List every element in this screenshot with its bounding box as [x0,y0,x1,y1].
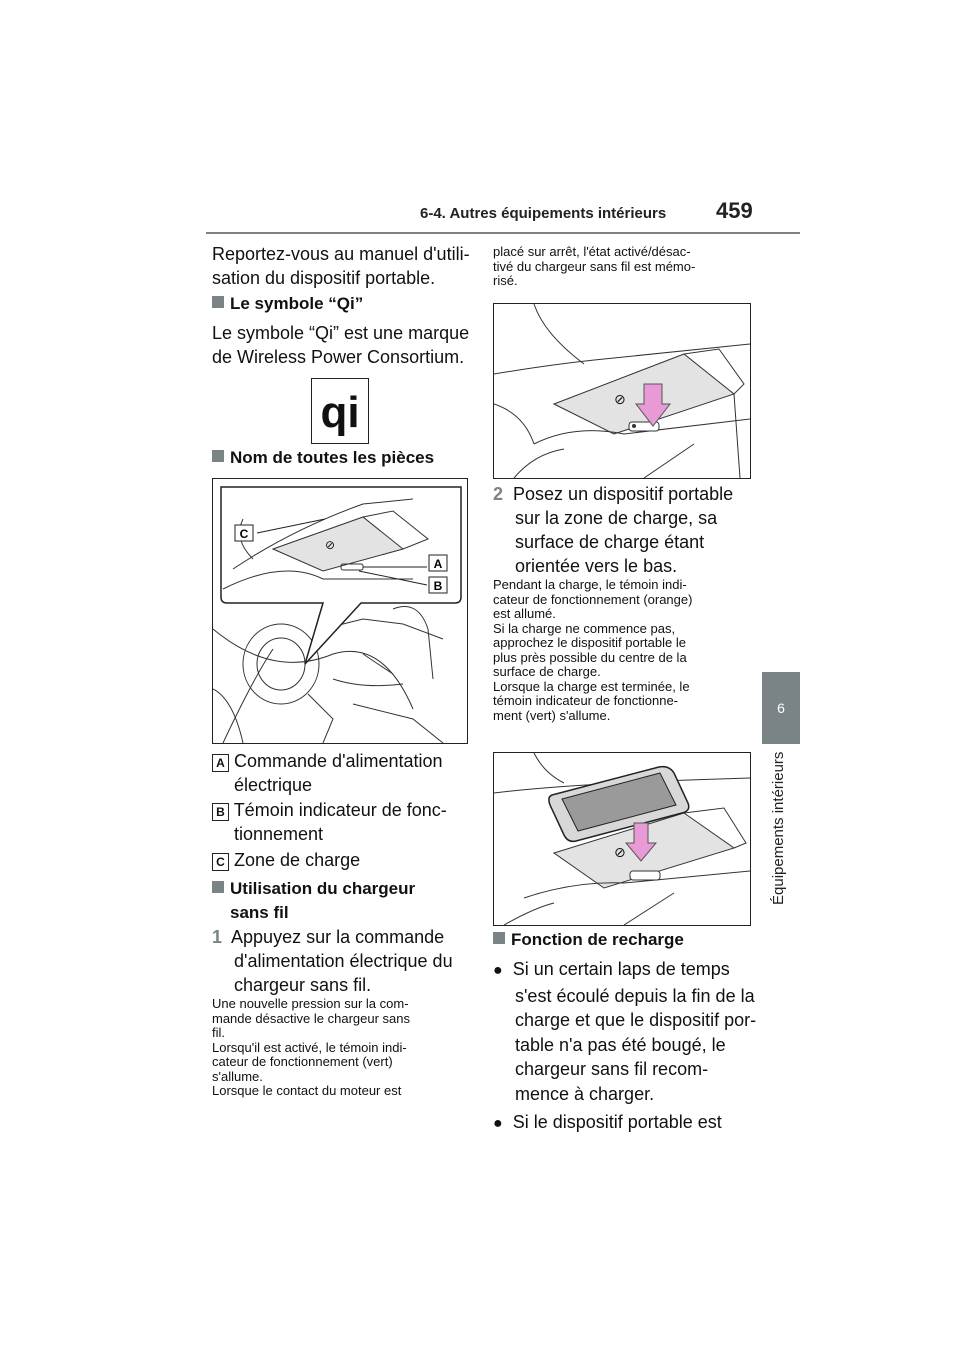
part-letter-a: A [212,754,229,772]
part-letter-c: C [212,853,229,871]
callout-b: B [434,579,443,593]
heading-marker-icon [212,450,224,462]
phone-placement-illustration: ⊘ [493,752,751,926]
smartphone-icon [548,765,690,843]
page-number: 459 [716,198,753,223]
bullet-icon: ● [493,962,503,979]
pink-press-arrow-icon [634,383,672,427]
top-note: placé sur arrêt, l'état activé/désac- ti… [493,244,696,288]
usage-heading: Utilisation du chargeur sans fil [212,877,472,925]
press-button-illustration: ⊘ [494,304,750,478]
step-1-number: 1 [212,927,223,947]
heading-marker-icon [212,296,224,308]
part-item-a: A Commande d'alimentation électrique [212,749,472,797]
qi-text: Le symbole “Qi” est une marque de Wirele… [212,323,470,367]
section-title: 6-4. Autres équipements intérieurs [420,205,667,222]
heading-marker-icon [493,932,505,944]
button-press-illustration: ⊘ [493,303,751,479]
step-2-note: Pendant la charge, le témoin indi- cateu… [493,577,693,723]
bullet-item: ● Si le dispositif portable est [493,1112,722,1132]
intro-text: Reportez-vous au manuel d'utili- sation … [212,244,470,288]
step-2-number: 2 [493,484,504,504]
qi-charge-icon: ⊘ [614,845,626,861]
recharge-heading: Fonction de recharge [493,928,684,952]
pink-place-arrow-icon [624,822,658,862]
part-letter-b: B [212,803,229,821]
step-1-note: Une nouvelle pression sur la com- mande … [212,996,411,1098]
parts-heading: Nom de toutes les pièces [212,446,434,470]
bullet-item: ● Si un certain laps de temps s'est écou… [493,959,757,1104]
parts-illustration: ⊘ C A B [212,478,468,744]
qi-charge-icon: ⊘ [325,538,335,552]
part-item-b: B Témoin indicateur de fonc- tionnement [212,798,472,846]
qi-heading: Le symbole “Qi” [212,292,363,316]
qi-logo-icon: qi [320,388,359,437]
qi-charge-icon: ⊘ [614,392,626,408]
header-divider [206,232,800,234]
qi-logo: qi [311,378,369,444]
step-1: 1 Appuyez sur la commande d'alimentation… [212,927,453,995]
part-item-c: C Zone de charge [212,848,472,872]
heading-marker-icon [212,881,224,893]
console-parts-illustration: ⊘ C A B [213,486,462,743]
phone-on-charger-illustration: ⊘ [494,753,750,925]
svg-text:qi: qi [320,388,359,437]
bullet-icon: ● [493,1115,503,1132]
step-2: 2 Posez un dispositif portable sur la zo… [493,484,734,576]
callout-c: C [240,527,249,541]
callout-a: A [434,557,443,571]
chapter-number: 6 [777,700,785,716]
chapter-tab[interactable]: 6 [762,672,800,744]
chapter-label: Équipements intérieurs [770,752,787,906]
